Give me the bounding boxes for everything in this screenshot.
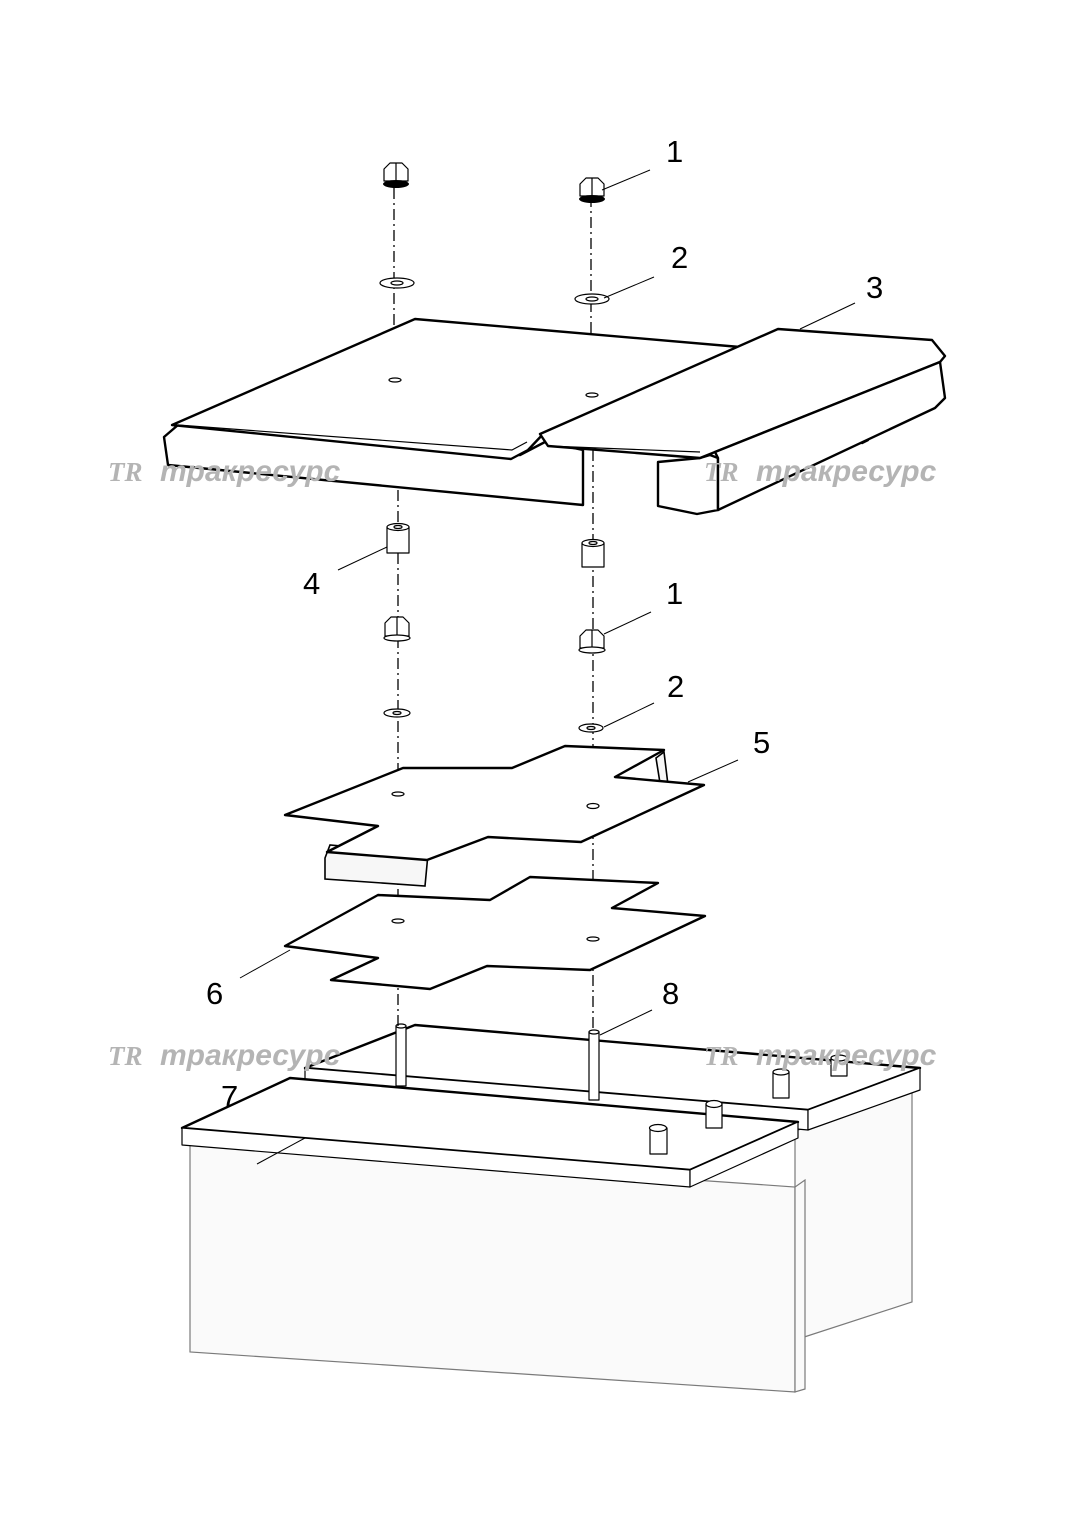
washer-lower-left bbox=[383, 708, 411, 718]
spacer-right bbox=[581, 538, 605, 568]
nut-lower-left bbox=[383, 616, 411, 642]
terminal-front-1 bbox=[648, 1123, 668, 1155]
watermark-text: тракресурс bbox=[160, 1039, 341, 1072]
upper-plate bbox=[283, 744, 706, 887]
watermark-text: тракресурс bbox=[756, 1039, 937, 1072]
callout-6: 6 bbox=[206, 976, 223, 1011]
watermark-logo: TR bbox=[704, 1041, 739, 1071]
callout-8: 8 bbox=[662, 976, 679, 1011]
watermark-text: тракресурс bbox=[756, 455, 937, 488]
stud-left bbox=[395, 1023, 407, 1087]
callout-2-lower: 2 bbox=[667, 669, 684, 704]
terminal-rear-1 bbox=[772, 1068, 790, 1099]
watermark-top-right: TR тракресурс bbox=[704, 455, 937, 488]
lower-plate bbox=[283, 875, 707, 991]
watermark-text: тракресурс bbox=[160, 455, 341, 488]
watermark-top-left: TR тракресурс bbox=[108, 455, 341, 488]
callout-labels: 1 2 3 4 1 2 5 6 8 7 bbox=[206, 134, 883, 1114]
callout-2-top: 2 bbox=[671, 240, 688, 275]
callout-3: 3 bbox=[866, 270, 883, 305]
washer-top-right bbox=[574, 293, 610, 305]
washer-lower-right bbox=[578, 723, 604, 733]
nut-top-left bbox=[383, 162, 409, 188]
callout-4: 4 bbox=[303, 566, 320, 601]
callout-1-top: 1 bbox=[666, 134, 683, 169]
watermark-logo: TR bbox=[108, 1041, 143, 1071]
watermark-bottom-left: TR тракресурс bbox=[108, 1039, 341, 1072]
terminal-front-2 bbox=[705, 1099, 723, 1129]
watermark-logo: TR bbox=[108, 457, 143, 487]
battery-cover bbox=[162, 317, 947, 516]
spacer-left bbox=[386, 522, 410, 554]
battery-front bbox=[180, 1076, 806, 1393]
nut-top-right bbox=[579, 177, 605, 203]
watermark-bottom-right: TR тракресурс bbox=[704, 1039, 937, 1072]
washer-top-left bbox=[379, 277, 415, 289]
terminal-rear-2 bbox=[830, 1054, 848, 1077]
stud-right bbox=[588, 1029, 600, 1101]
callout-1-lower: 1 bbox=[666, 576, 683, 611]
watermark-logo: TR bbox=[704, 457, 739, 487]
nut-lower-right bbox=[578, 629, 606, 654]
leader-lines bbox=[239, 169, 856, 1165]
callout-5: 5 bbox=[753, 725, 770, 760]
callout-7: 7 bbox=[221, 1079, 238, 1114]
